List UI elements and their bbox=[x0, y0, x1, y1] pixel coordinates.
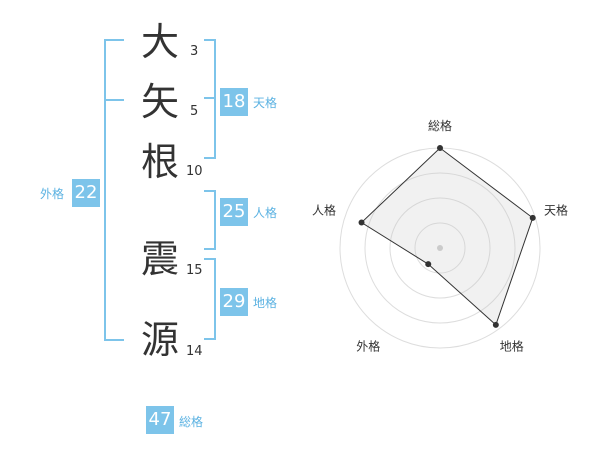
name-char-3: 根 bbox=[141, 140, 180, 184]
radar-grid-ring-3 bbox=[364, 172, 516, 324]
jinkaku-badge: 25 bbox=[220, 198, 248, 226]
radar-axis-label-2: 天格 bbox=[544, 202, 568, 217]
tenkaku-badge: 18 bbox=[220, 88, 248, 116]
tenkaku-label: 天格 bbox=[253, 96, 278, 110]
radar-point-2 bbox=[529, 214, 536, 221]
radar-point-3 bbox=[492, 321, 499, 328]
radar-point-4 bbox=[425, 261, 432, 268]
stroke-count-3: 10 bbox=[186, 164, 203, 179]
gaikaku-label: 外格 bbox=[40, 187, 65, 201]
gaikaku-bracket bbox=[104, 39, 124, 341]
chikaku-bracket bbox=[204, 258, 216, 340]
chikaku-badge: 29 bbox=[220, 288, 248, 316]
radar-center-dot bbox=[437, 245, 443, 251]
soukaku-label: 総格 bbox=[179, 415, 204, 429]
stroke-count-4: 15 bbox=[186, 263, 203, 278]
radar-axis-label-3: 地格 bbox=[500, 339, 524, 354]
name-char-4: 震 bbox=[141, 237, 180, 281]
radar-point-1 bbox=[437, 145, 443, 151]
jinkaku-label: 人格 bbox=[253, 206, 278, 220]
name-char-2: 矢 bbox=[141, 80, 180, 124]
stroke-count-2: 5 bbox=[190, 104, 199, 119]
tenkaku-bracket bbox=[204, 39, 216, 99]
radar-point-5 bbox=[358, 219, 365, 226]
radar-axis-label-5: 人格 bbox=[312, 202, 336, 217]
chikaku-label: 地格 bbox=[253, 296, 278, 310]
radar-axis-label-1: 総格 bbox=[428, 118, 452, 133]
gaikaku-badge: 22 bbox=[72, 179, 100, 207]
radar-grid-ring-1 bbox=[414, 222, 466, 274]
soukaku-badge: 47 bbox=[146, 406, 174, 434]
jinkaku-bracket bbox=[204, 190, 216, 250]
radar-grid-ring-2 bbox=[389, 197, 491, 299]
stroke-count-5: 14 bbox=[186, 344, 203, 359]
radar-value-polygon bbox=[360, 147, 534, 326]
name-char-5: 源 bbox=[141, 318, 180, 362]
radar-axis-label-4: 外格 bbox=[356, 339, 380, 354]
name-char-1: 大 bbox=[141, 20, 180, 64]
tenkaku-lower-tick bbox=[204, 97, 216, 159]
stroke-count-1: 3 bbox=[190, 44, 199, 59]
gaikaku-bracket-inner-tick bbox=[104, 99, 124, 101]
